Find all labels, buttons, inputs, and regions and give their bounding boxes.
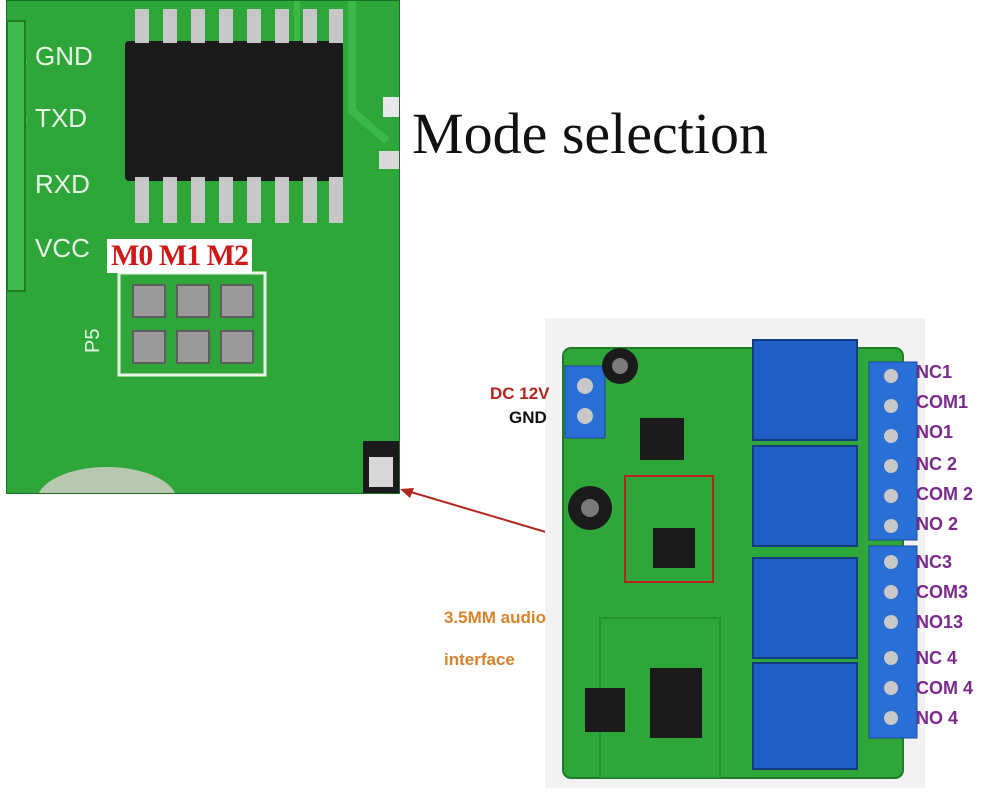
page-title: Mode selection (412, 101, 768, 166)
relay-board-photo (545, 318, 925, 788)
mode-pin-labels: M0 M1 M2 (107, 239, 252, 273)
pin-label-gnd: GND (35, 41, 93, 71)
terminal-label-nc2: NC 2 (916, 454, 958, 474)
label-gnd: GND (509, 408, 547, 427)
terminal-label-nc3: NC3 (916, 552, 953, 572)
label-dc-12v: DC 12V (490, 384, 550, 403)
pin-label-rxd: RXD (35, 169, 90, 199)
pcb-zoom-photo: P5 GND TXD RXD VCC M0 M1 M2 (6, 0, 400, 494)
label-audio-line2: interface (444, 650, 515, 669)
terminal-label-no13: NO13 (916, 612, 964, 632)
label-audio-line1: 3.5MM audio (444, 608, 547, 627)
terminal-label-com4: COM 4 (916, 678, 974, 698)
pin-label-vcc: VCC (35, 233, 90, 263)
pin-label-txd: TXD (35, 103, 87, 133)
terminal-label-nc1: NC1 (916, 362, 953, 382)
terminal-label-nc4: NC 4 (916, 648, 958, 668)
terminal-label-no4: NO 4 (916, 708, 959, 728)
terminal-label-com1: COM1 (916, 392, 969, 412)
terminal-label-com2: COM 2 (916, 484, 974, 504)
svg-text:P5: P5 (82, 329, 104, 353)
terminal-label-no1: NO1 (916, 422, 954, 442)
terminal-label-no2: NO 2 (916, 514, 959, 534)
terminal-label-com3: COM3 (916, 582, 969, 602)
